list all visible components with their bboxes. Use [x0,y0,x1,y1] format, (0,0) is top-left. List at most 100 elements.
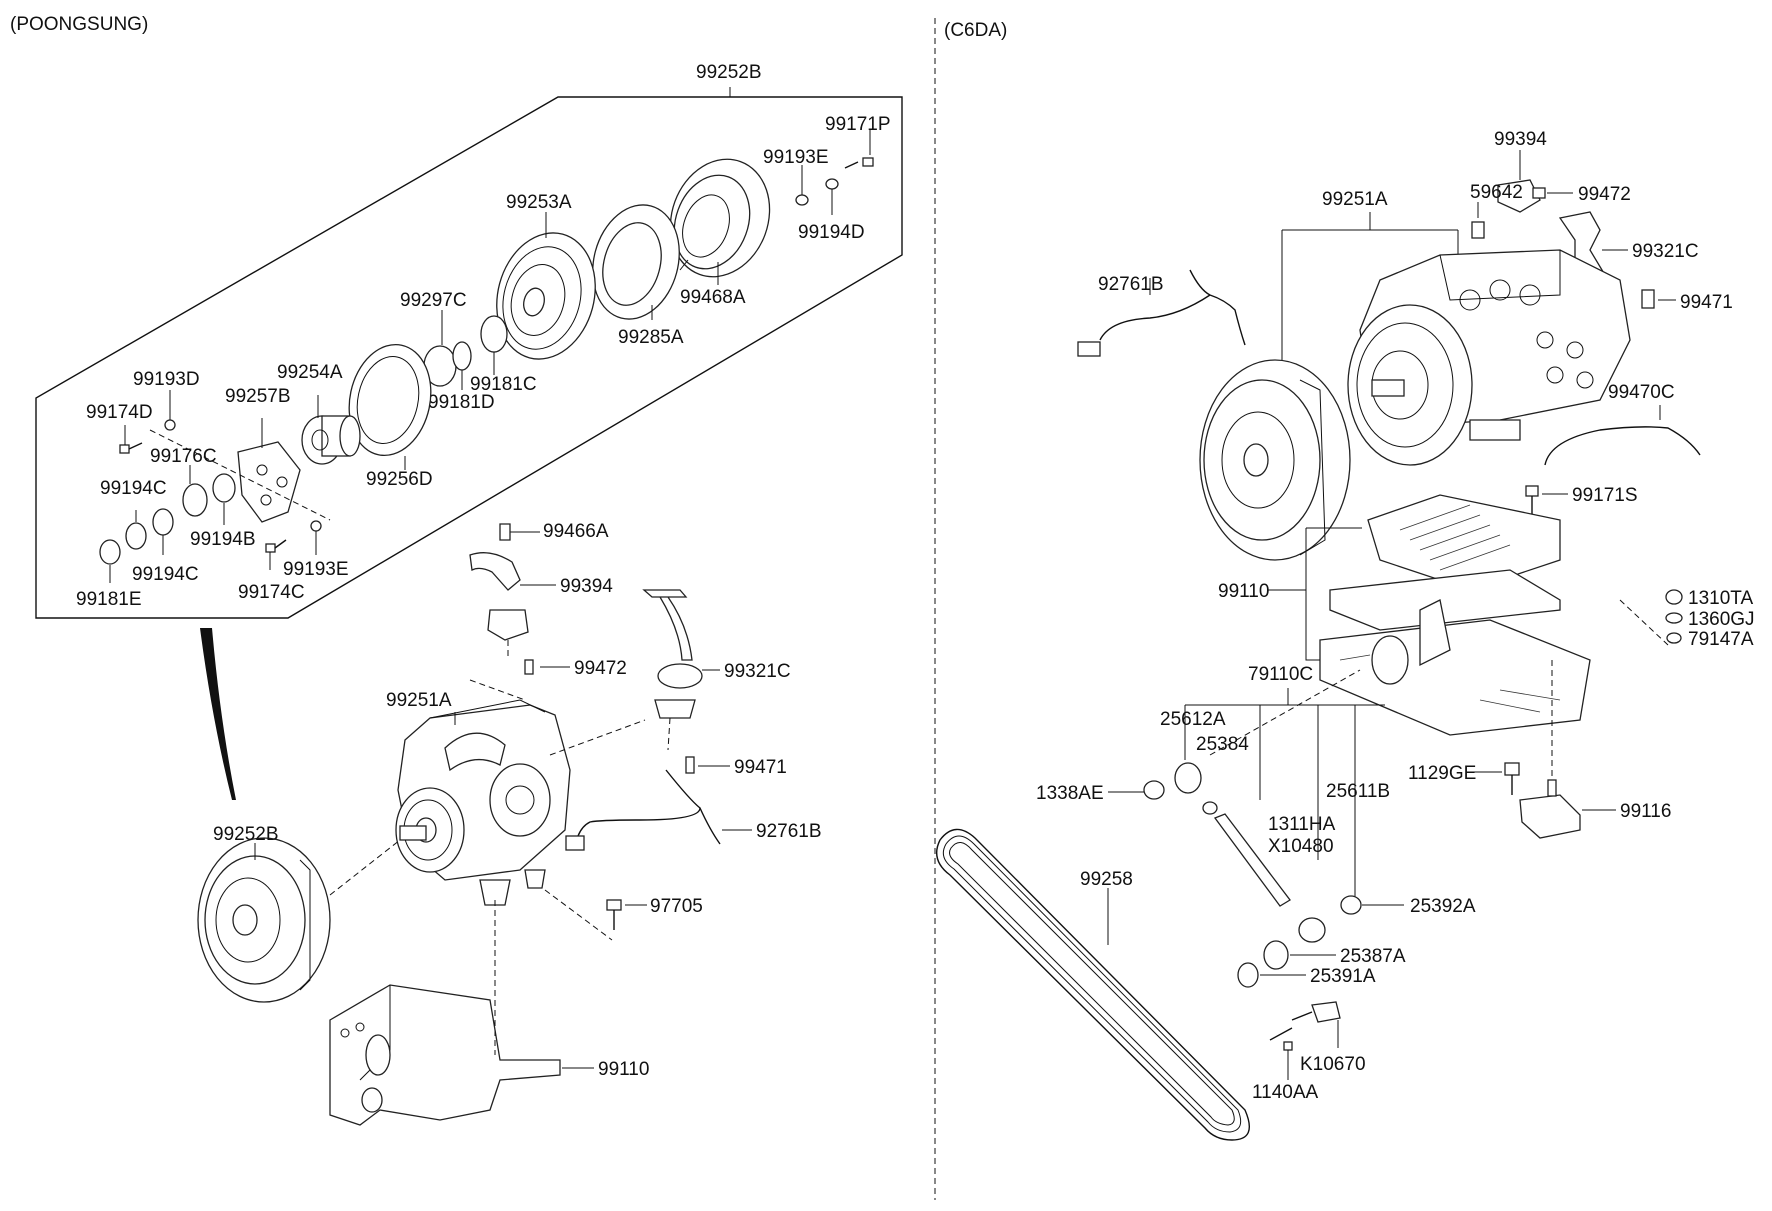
bolt-icon [1525,485,1539,515]
wire-harness-icon [1189,269,1246,346]
label-99174D[interactable]: 99174D [86,402,153,423]
snap-ring-icon [452,341,472,371]
mounting-bracket-icon [1319,494,1591,736]
section-title-poongsung: (POONGSUNG) [10,14,148,35]
label-92761B-right[interactable]: 92761B [1098,274,1164,295]
label-99252B-pulley[interactable]: 99252B [213,824,279,845]
label-99297C[interactable]: 99297C [400,290,467,311]
label-99472-right[interactable]: 99472 [1578,184,1631,205]
label-99194D[interactable]: 99194D [798,222,865,243]
label-99116[interactable]: 99116 [1620,801,1671,822]
label-99176C[interactable]: 99176C [150,446,217,467]
label-99181C[interactable]: 99181C [470,374,537,395]
bushing-icon [1298,917,1326,943]
clutch-kit-group: 99252B 99171P 99193E 99194D 99468A 99285… [35,62,903,619]
label-99466A[interactable]: 99466A [543,521,609,542]
label-99471-left[interactable]: 99471 [734,757,787,778]
compressor-icon [1347,249,1631,466]
label-99174C[interactable]: 99174C [238,582,305,603]
label-99251A-right[interactable]: 99251A [1322,189,1388,210]
label-99181D[interactable]: 99181D [428,392,495,413]
label-79110C[interactable]: 79110C [1248,664,1313,685]
label-99194B[interactable]: 99194B [190,529,256,550]
sensor-icon [1641,289,1655,309]
label-99171S[interactable]: 99171S [1572,485,1638,506]
label-99110-right[interactable]: 99110 [1218,581,1269,602]
wire-harness-icon [577,769,701,837]
label-99472-left[interactable]: 99472 [574,658,627,679]
compressor-left-group: 99466A 99394 99472 99321C 99471 92761B [197,521,822,1126]
label-99194C-b[interactable]: 99194C [132,564,199,585]
label-99394-right[interactable]: 99394 [1494,129,1547,150]
label-99110-left[interactable]: 99110 [598,1059,649,1080]
discharge-fitting-icon [657,663,703,689]
label-99258[interactable]: 99258 [1080,869,1133,890]
hose-icon [1544,426,1701,466]
label-99256D[interactable]: 99256D [366,469,433,490]
washer-icon [1665,612,1683,624]
label-97705[interactable]: 97705 [650,896,703,917]
label-99181E[interactable]: 99181E [76,589,142,610]
label-25391A[interactable]: 25391A [1310,966,1376,987]
spacer-icon [1237,962,1259,988]
label-99285A[interactable]: 99285A [618,327,684,348]
label-99251A-left[interactable]: 99251A [386,690,452,711]
screw-icon [1269,1027,1293,1051]
label-99171P[interactable]: 99171P [825,114,891,135]
label-99193E-top[interactable]: 99193E [763,147,829,168]
shim-icon [152,508,174,536]
label-99257B[interactable]: 99257B [225,386,291,407]
label-25384[interactable]: 25384 [1196,734,1249,755]
label-X10480[interactable]: X10480 [1268,836,1334,857]
section-title-c6da: (C6DA) [944,20,1007,41]
compressor-icon [395,699,571,906]
label-25612A[interactable]: 25612A [1160,709,1226,730]
label-99470C[interactable]: 99470C [1608,382,1675,403]
sensor-icon [1471,221,1485,239]
label-1310TA[interactable]: 1310TA [1688,588,1753,609]
discharge-pipe-icon [642,589,693,661]
label-K10670[interactable]: K10670 [1300,1054,1366,1075]
washer-icon [164,419,176,431]
service-valve-icon [487,609,529,641]
label-99254A[interactable]: 99254A [277,362,343,383]
label-99193D[interactable]: 99193D [133,369,200,390]
support-bracket-icon [1519,779,1581,839]
seal-icon [1340,895,1362,915]
snap-ring-icon [99,539,121,565]
pressure-plate-icon [496,232,596,360]
label-79147A[interactable]: 79147A [1688,629,1754,650]
label-1338AE[interactable]: 1338AE [1036,783,1104,804]
label-99394-left[interactable]: 99394 [560,576,613,597]
label-59642[interactable]: 59642 [1470,182,1523,203]
pipe-fitting-icon [1497,179,1541,213]
label-99471-right[interactable]: 99471 [1680,292,1733,313]
label-25611B[interactable]: 25611B [1326,781,1390,802]
label-25392A[interactable]: 25392A [1410,896,1476,917]
label-1140AA[interactable]: 1140AA [1252,1082,1319,1103]
switch-icon [1291,1001,1341,1023]
label-92761B-left[interactable]: 92761B [756,821,822,842]
label-99253A[interactable]: 99253A [506,192,572,213]
shim-icon [125,522,147,550]
label-99194C-a[interactable]: 99194C [100,478,167,499]
shim-plate-icon [348,343,432,457]
label-99252B-kit[interactable]: 99252B [696,62,762,83]
connector-icon [565,835,585,851]
shim-icon [212,473,236,503]
label-99193E-bot[interactable]: 99193E [283,559,349,580]
label-99321C-left[interactable]: 99321C [724,661,791,682]
sensor-icon [685,756,695,774]
adapter-plate-icon [237,441,301,523]
label-1129GE[interactable]: 1129GE [1408,763,1476,784]
bolt-icon [1504,762,1520,795]
label-99321C-right[interactable]: 99321C [1632,241,1699,262]
label-99468A[interactable]: 99468A [680,287,746,308]
bolt-icon [119,442,143,454]
label-1360GJ[interactable]: 1360GJ [1688,609,1755,630]
washer-icon [795,194,809,206]
nut-icon [1665,589,1683,605]
sensor-icon [524,659,534,675]
label-1311HA[interactable]: 1311HA [1268,814,1336,835]
label-25387A[interactable]: 25387A [1340,946,1406,967]
